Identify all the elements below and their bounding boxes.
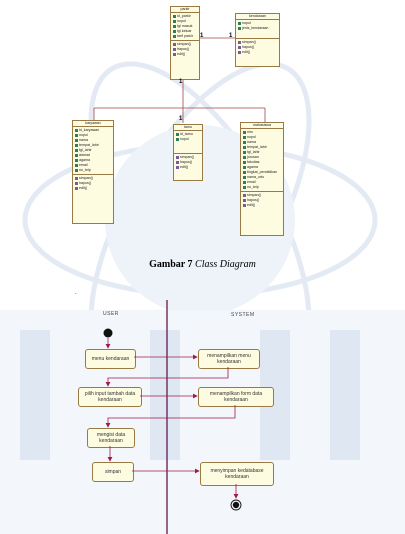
class-attributes: nim nopol nama tempat_lahir tgl_lahir ju… [241,129,283,192]
attribute: alamat [75,153,111,158]
attribute: id_karyawan [75,128,111,133]
attribute: nopol [243,135,281,140]
class-attributes: id_tamu nopol [174,131,202,154]
attribute: id_tamu [176,132,200,137]
operation: simpan() [176,155,200,160]
operation: hapus() [176,160,200,165]
operation: simpan() [173,42,197,47]
class-mahasiswa: mahasiswa nim nopol nama tempat_lahir tg… [240,122,284,236]
operation: simpan() [75,176,111,181]
operation: hapus() [238,45,277,50]
caption-number: Gambar 7 [149,259,193,270]
attribute: id_parkir [173,14,197,19]
attribute: jenis_kendaraan [238,26,277,31]
class-karyawan: karyawan id_karyawan nopol nama tempat_l… [72,120,114,224]
class-operations: simpan() hapus() edit() [174,154,202,171]
attribute: email [75,163,111,168]
attribute: no_telp [75,168,111,173]
attribute: nama [75,138,111,143]
operation: edit() [238,50,277,55]
attribute: no_telp [243,185,281,190]
class-parkir: parkir id_parkir nopol tgl masuk tgl kel… [170,6,200,80]
class-operations: simpan() hapus() edit() [73,175,113,192]
class-attributes: id_parkir nopol tgl masuk tgl keluar tar… [171,13,199,41]
class-name: tamu [174,125,202,131]
operation: simpan() [243,193,281,198]
caption-title: Class Diagram [195,259,256,270]
operation: hapus() [75,181,111,186]
multiplicity-label: 1 [179,79,183,85]
action-menyimpan-database: menyimpan kedatabase kendaraan [200,462,274,486]
operation: hapus() [243,198,281,203]
attribute: tgl_lahir [75,148,111,153]
attribute: jurusan [243,155,281,160]
class-attributes: nopol jenis_kendaraan [236,20,279,39]
attribute: tempat_lahir [75,143,111,148]
class-operations: simpan() hapus() edit() [236,39,279,56]
operation: edit() [243,203,281,208]
class-attributes: id_karyawan nopol nama tempat_lahir tgl_… [73,127,113,175]
action-simpan: simpan [92,462,134,482]
attribute: tgl_lahir [243,150,281,155]
figure-caption: Gambar 7 Class Diagram [0,259,405,270]
attribute: nama_ortu [243,175,281,180]
lane-label-user: USER [103,311,119,317]
operation: hapus() [173,47,197,52]
attribute: nama [243,140,281,145]
action-mengisi-data: mengisi data kendaraan [87,428,135,448]
operation: edit() [75,186,111,191]
attribute: tarif parkir [173,34,197,39]
operation: edit() [173,52,197,57]
multiplicity-label: 1 [229,33,233,39]
attribute: tingkat_pendidikan [243,170,281,175]
operation: edit() [176,165,200,170]
class-operations: simpan() hapus() edit() [241,192,283,209]
action-menampilkan-form: menampilkan form data kendaraan [198,387,274,407]
operation: simpan() [238,40,277,45]
attribute: tempat_lahir [243,145,281,150]
attribute: nopol [173,19,197,24]
action-menu-kendaraan: menu kendaraan [85,349,136,369]
attribute: tgl masuk [173,24,197,29]
lane-label-system: SYSTEM [231,312,255,318]
class-operations: simpan() hapus() edit() [171,41,199,58]
class-name: kendaraan [236,14,279,20]
stray-mark: . [75,290,77,296]
class-name: karyawan [73,121,113,127]
class-name: mahasiswa [241,123,283,129]
attribute: tgl keluar [173,29,197,34]
attribute: fakultas [243,160,281,165]
class-name: parkir [171,7,199,13]
class-kendaraan: kendaraan nopol jenis_kendaraan simpan()… [235,13,280,67]
attribute: agama [75,158,111,163]
attribute: agama [243,165,281,170]
action-menampilkan-menu: menampilkan menu kendaraan [198,349,260,369]
attribute: nopol [75,133,111,138]
class-tamu: tamu id_tamu nopol simpan() hapus() edit… [173,124,203,181]
multiplicity-label: 1 [200,33,204,39]
action-pilih-input: pilih input tambah data kendaraan [78,387,142,407]
attribute: nopol [176,137,200,142]
attribute: email [243,180,281,185]
multiplicity-label: 1 [179,116,183,122]
attribute: nopol [238,21,277,26]
attribute: nim [243,130,281,135]
